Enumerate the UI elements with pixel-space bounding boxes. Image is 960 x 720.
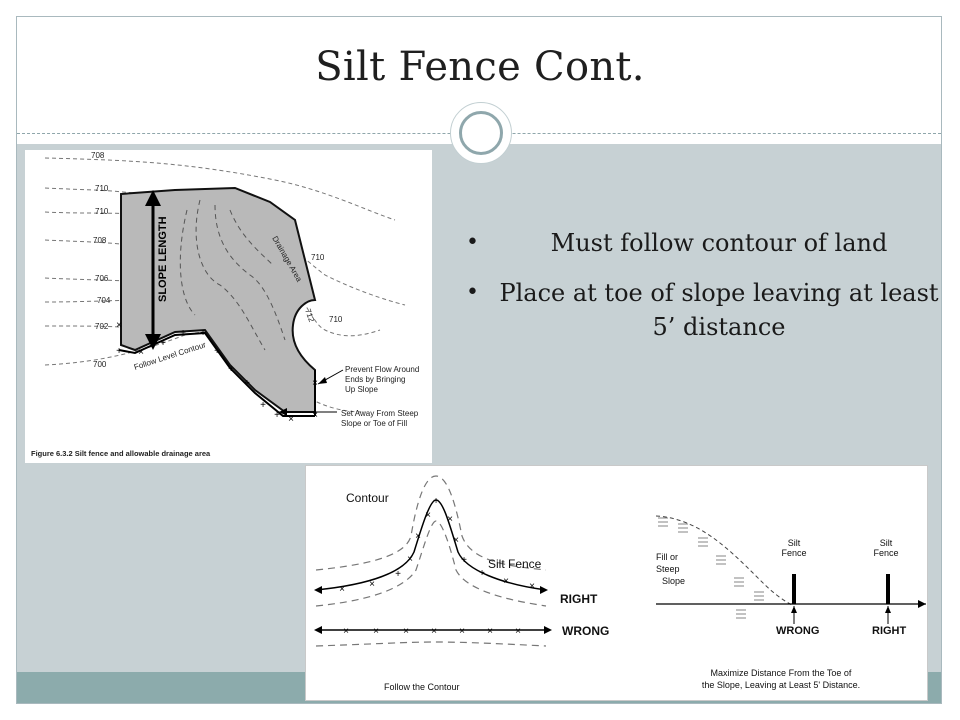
contour-labels: 708 710 710 708 706 704 702 700 710 712 … xyxy=(91,151,343,369)
svg-text:×: × xyxy=(503,576,509,587)
svg-text:×: × xyxy=(339,584,345,595)
figure1-svg: SLOPE LENGTH Drainage Area ×+× +++ +++ +… xyxy=(31,151,419,458)
svg-text:×: × xyxy=(415,531,421,542)
slide-frame xyxy=(16,16,942,704)
svg-text:×: × xyxy=(343,626,349,637)
figure1-caption: Figure 6.3.2 Silt fence and allowable dr… xyxy=(31,449,211,458)
bullet-dot: • xyxy=(466,280,479,305)
svg-text:×: × xyxy=(373,626,379,637)
svg-text:×: × xyxy=(515,626,521,637)
svg-text:×: × xyxy=(459,626,465,637)
fill-line2: Steep xyxy=(656,564,680,574)
silt-fence-b-line2: Fence xyxy=(873,548,898,558)
bullet-item-2: • Place at toe of slope leaving at least … xyxy=(440,276,940,344)
contour-label-706: 706 xyxy=(95,274,109,283)
slope-length-label: SLOPE LENGTH xyxy=(157,216,169,302)
prevent-flow-line1: Prevent Flow Around xyxy=(345,365,419,374)
silt-fence-label: Silt Fence xyxy=(488,557,542,571)
contour-label-710-b: 710 xyxy=(95,207,109,216)
svg-text:+: + xyxy=(200,328,206,339)
set-away-line2: Slope or Toe of Fill xyxy=(341,419,407,428)
svg-text:+: + xyxy=(461,555,467,566)
svg-text:×: × xyxy=(487,626,493,637)
wrong-label-2: WRONG xyxy=(776,625,819,637)
svg-text:+: + xyxy=(228,364,234,375)
bullet-text-1: Must follow contour of land xyxy=(550,229,888,257)
contour-label-708: 708 xyxy=(93,236,107,245)
figure2-svg: Contour ××+ ××× +×× ++×× Silt Fence RIGH… xyxy=(314,475,926,692)
svg-text:+: + xyxy=(395,569,401,580)
svg-text:×: × xyxy=(431,626,437,637)
contour-label-708-top: 708 xyxy=(91,151,105,160)
contour-label-704: 704 xyxy=(97,296,111,305)
contour-label-700: 700 xyxy=(93,360,107,369)
right-label: RIGHT xyxy=(560,592,598,606)
set-away-line1: Set Away From Steep xyxy=(341,409,419,418)
maximize-caption-line2: the Slope, Leaving at Least 5' Distance. xyxy=(702,680,860,690)
ring-ornament xyxy=(450,102,512,164)
contour-label-712: 712 xyxy=(303,308,316,324)
ring-inner xyxy=(459,111,503,155)
svg-text:×: × xyxy=(425,510,431,521)
bullet-dot: • xyxy=(466,230,479,255)
svg-text:×: × xyxy=(138,347,144,358)
prevent-flow-line2: Ends by Bringing xyxy=(345,375,405,384)
fill-line3: Slope xyxy=(662,576,685,586)
bullet-list: • Must follow contour of land • Place at t… xyxy=(440,226,940,360)
figure-silt-fence-drainage-area: SLOPE LENGTH Drainage Area ×+× +++ +++ +… xyxy=(25,150,432,463)
svg-text:+: + xyxy=(160,338,166,349)
svg-text:×: × xyxy=(407,554,413,565)
bullet-item-1: • Must follow contour of land xyxy=(440,226,940,260)
silt-fence-b-line1: Silt xyxy=(880,538,893,548)
figure-contour-right-wrong: Contour ××+ ××× +×× ++×× Silt Fence RIGH… xyxy=(305,465,928,701)
contour-label-710-a: 710 xyxy=(95,184,109,193)
svg-text:+: + xyxy=(116,346,122,357)
wrong-label: WRONG xyxy=(562,624,609,638)
svg-text:×: × xyxy=(116,320,122,331)
svg-text:+: + xyxy=(180,328,186,339)
contour-label-710-far: 710 xyxy=(329,315,343,324)
svg-text:+: + xyxy=(260,400,266,411)
svg-text:×: × xyxy=(529,581,535,592)
svg-text:×: × xyxy=(453,535,459,546)
prevent-flow-line3: Up Slope xyxy=(345,385,378,394)
svg-text:+: + xyxy=(274,410,280,421)
right-label-2: RIGHT xyxy=(872,625,907,637)
slide-title: Silt Fence Cont. xyxy=(315,44,645,90)
contour-label-710-right: 710 xyxy=(311,253,325,262)
svg-text:×: × xyxy=(447,514,453,525)
svg-text:×: × xyxy=(403,626,409,637)
bullet-text-2: Place at toe of slope leaving at least 5… xyxy=(499,279,939,341)
svg-text:+: + xyxy=(479,568,485,579)
svg-text:+: + xyxy=(214,346,220,357)
contour-label: Contour xyxy=(346,491,389,505)
fill-line1: Fill or xyxy=(656,552,678,562)
silt-fence-a-line1: Silt xyxy=(788,538,801,548)
svg-text:×: × xyxy=(288,414,294,425)
svg-text:+: + xyxy=(244,378,250,389)
maximize-caption-line1: Maximize Distance From the Toe of xyxy=(711,668,852,678)
silt-fence-a-line2: Fence xyxy=(781,548,806,558)
svg-text:×: × xyxy=(369,579,375,590)
svg-text:+: + xyxy=(433,496,439,507)
follow-contour-caption: Follow the Contour xyxy=(384,682,460,692)
contour-label-702: 702 xyxy=(95,322,109,331)
